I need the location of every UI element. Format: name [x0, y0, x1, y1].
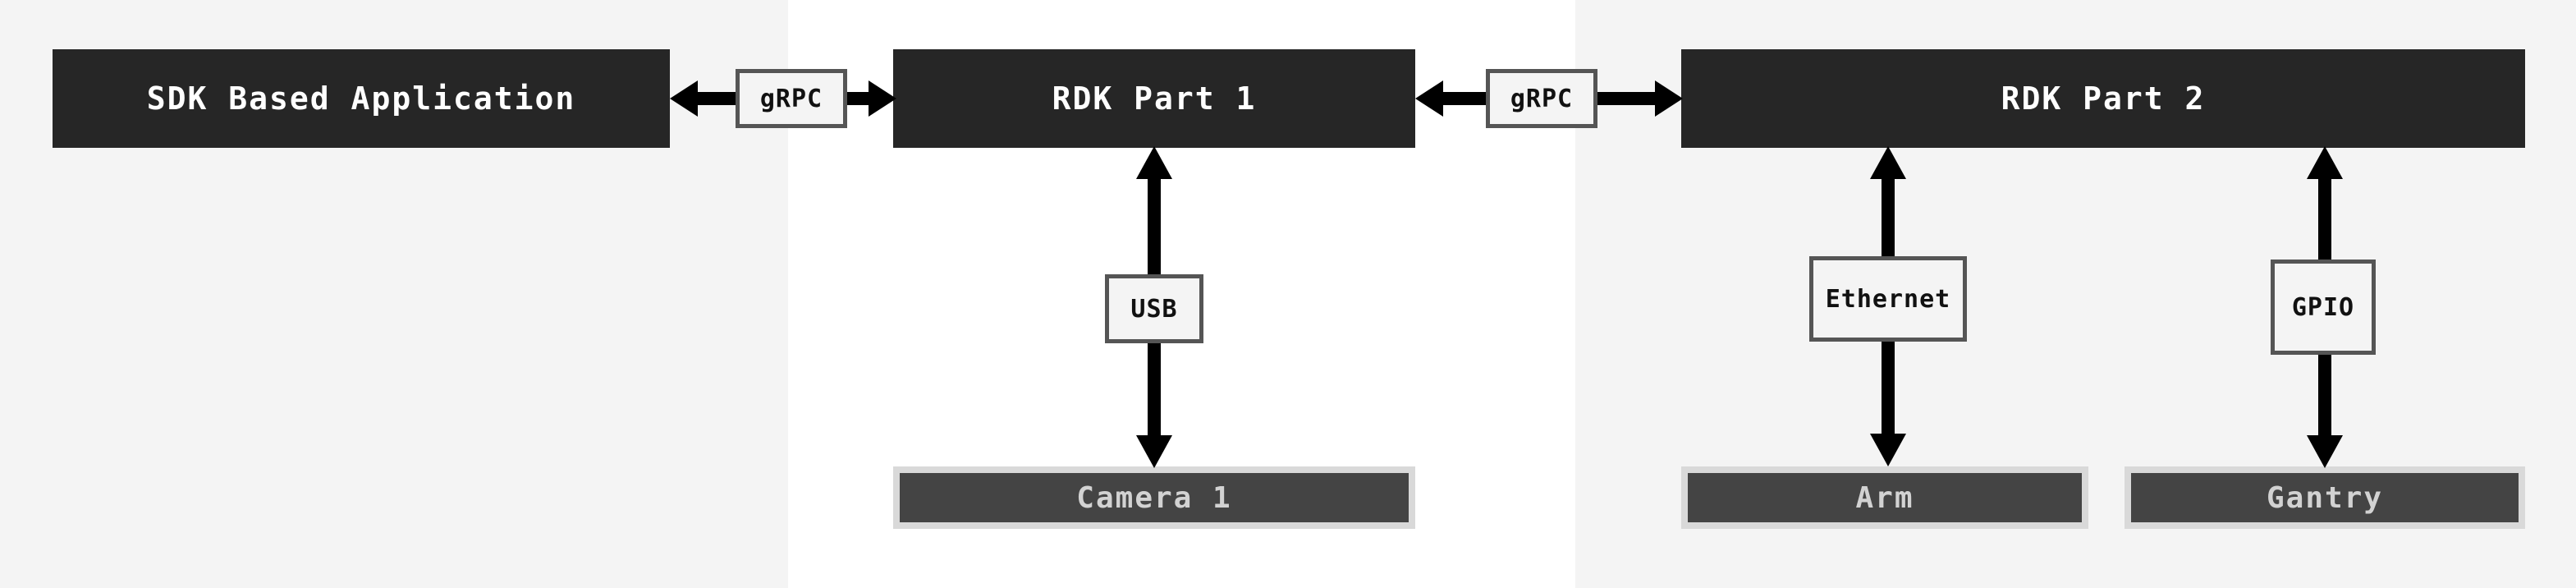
node-rdk-part-2[interactable]: RDK Part 2 — [1681, 49, 2525, 148]
edge-label-gpio-text: GPIO — [2291, 292, 2355, 322]
arrow-grpc-right-to-rdk-part-2 — [1597, 80, 1683, 117]
node-arm[interactable]: Arm — [1681, 466, 2088, 529]
node-camera-1[interactable]: Camera 1 — [893, 466, 1415, 529]
node-gantry-inner: Gantry — [2131, 473, 2519, 522]
node-sdk-based-application-label: SDK Based Application — [146, 80, 576, 117]
edge-label-ethernet[interactable]: Ethernet — [1809, 256, 1967, 342]
edge-label-grpc-left-text: gRPC — [759, 84, 823, 113]
edge-label-gpio[interactable]: GPIO — [2271, 260, 2376, 355]
arrow-gpio-down — [2307, 351, 2343, 468]
node-sdk-based-application[interactable]: SDK Based Application — [53, 49, 670, 148]
node-rdk-part-1-label: RDK Part 1 — [1052, 80, 1257, 117]
arrow-rdk-part-1-to-grpc-right — [1415, 80, 1486, 117]
arrow-usb-up — [1136, 146, 1172, 294]
node-arm-inner: Arm — [1688, 473, 2082, 522]
edge-label-ethernet-text: Ethernet — [1825, 284, 1951, 314]
arrow-usb-down — [1136, 340, 1172, 468]
node-rdk-part-1[interactable]: RDK Part 1 — [893, 49, 1415, 148]
edge-label-grpc-left[interactable]: gRPC — [736, 69, 847, 128]
edge-label-grpc-right[interactable]: gRPC — [1486, 69, 1597, 128]
node-arm-label: Arm — [1855, 480, 1914, 515]
arrow-ethernet-down — [1870, 338, 1906, 466]
arrow-sdk-app-to-grpc-left — [670, 80, 736, 117]
node-gantry-label: Gantry — [2266, 480, 2384, 515]
edge-label-grpc-right-text: gRPC — [1510, 84, 1574, 113]
arrow-grpc-left-to-rdk-part-1 — [847, 80, 896, 117]
edge-label-usb[interactable]: USB — [1105, 274, 1203, 343]
arrow-ethernet-up — [1870, 146, 1906, 261]
edge-label-usb-text: USB — [1130, 294, 1178, 324]
node-gantry[interactable]: Gantry — [2125, 466, 2525, 529]
arrow-gpio-up — [2307, 146, 2343, 261]
node-rdk-part-2-label: RDK Part 2 — [2001, 80, 2206, 117]
node-camera-1-inner: Camera 1 — [900, 473, 1409, 522]
node-camera-1-label: Camera 1 — [1076, 480, 1232, 515]
